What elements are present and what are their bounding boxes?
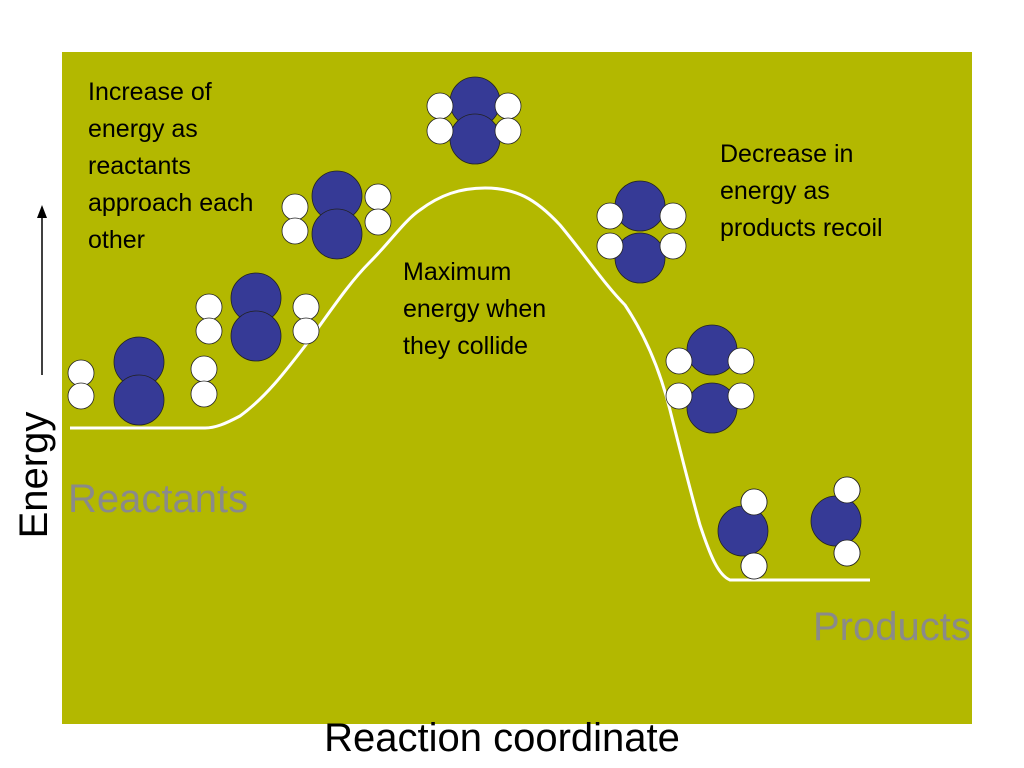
molecule-atom-small [426,117,454,145]
energy-curve [70,186,870,582]
molecule-atom-small [494,92,522,120]
molecule-atom-small [292,317,320,345]
molecule-atom-large [614,232,666,284]
molecule-atom-small [195,293,223,321]
molecule-atom-small [596,232,624,260]
molecule-atom-small [727,347,755,375]
molecule-atom-small [740,488,768,516]
annotation-increase: Increase of energy as reactants approach… [88,78,254,254]
products-label: Products [813,605,971,649]
molecule-atom-small [426,92,454,120]
annotation-decrease: Decrease in energy as products recoil [720,140,883,242]
molecule-atom-small [292,293,320,321]
molecule-atom-small [494,117,522,145]
molecule-atom-small [659,232,687,260]
molecule-atom-small [740,552,768,580]
molecule-atom-small [281,193,309,221]
molecule-atom-small [833,476,861,504]
y-axis-arrow-head [37,205,47,218]
annotation-maximum: Maximum energy when they collide [403,258,547,360]
molecule-atom-large [810,495,862,547]
molecule-atom-small [281,217,309,245]
molecule-atom-small [67,359,95,387]
molecule-atom-small [190,380,218,408]
x-axis-label: Reaction coordinate [324,716,680,760]
molecule-atom-small [195,317,223,345]
molecule-atom-large [311,208,363,260]
molecule-atom-large [614,180,666,232]
reactants-label: Reactants [68,477,249,521]
molecule-atom-small [364,183,392,211]
molecule-atom-small [364,208,392,236]
molecule-atom-small [727,382,755,410]
molecule-atom-small [665,347,693,375]
molecule-atom-small [659,202,687,230]
molecule-atom-large [449,113,501,165]
molecule-atom-small [67,382,95,410]
molecule-atom-small [596,202,624,230]
molecule-atom-small [665,382,693,410]
molecule-atom-small [833,539,861,567]
y-axis-label: Energy [12,411,56,539]
molecule-atom-large [113,374,165,426]
molecule-atom-small [190,355,218,383]
molecule-atom-large [230,310,282,362]
